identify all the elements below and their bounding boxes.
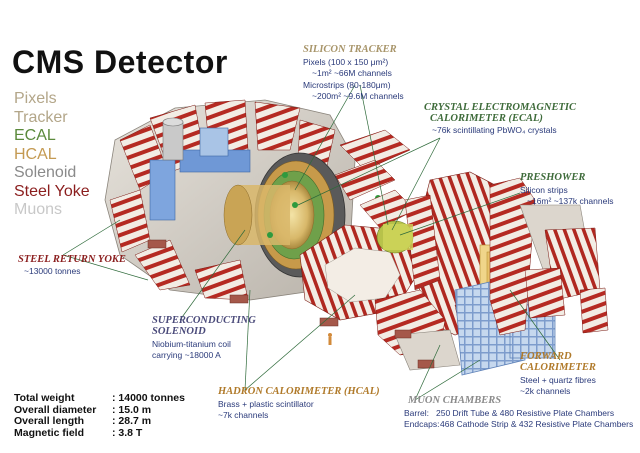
component-legend: Pixels Tracker ECAL HCAL Solenoid Steel … <box>14 90 90 220</box>
forward-calorimeter-channels: ~2k channels <box>520 386 571 396</box>
base-supports <box>147 239 435 369</box>
spec-value: : 15.0 m <box>112 403 152 416</box>
spec-key: Overall diameter <box>14 403 97 416</box>
silicon-tracker-microstrips-stats: ~200m² ~9.6M channels <box>312 91 404 101</box>
solenoid-title-line2: SOLENOID <box>152 326 206 337</box>
steel-yoke-weight: ~13000 tonnes <box>24 266 81 276</box>
spec-value: : 14000 tonnes <box>112 392 185 404</box>
hcal-material: Brass + plastic scintillator <box>218 399 314 409</box>
ecal-title-line1: CRYSTAL ELECTROMAGNETIC <box>424 102 576 113</box>
silicon-tracker-pixels-stats: ~1m² ~66M channels <box>312 68 392 78</box>
forward-calorimeter-material: Steel + quartz fibres <box>520 375 596 385</box>
spec-value: : 28.7 m <box>112 415 152 427</box>
solenoid-coil: Niobium-titanium coil <box>152 339 231 349</box>
legend-item-muons: Muons <box>14 201 63 218</box>
legend-item-ecal: ECAL <box>14 127 56 144</box>
legend-item-pixels: Pixels <box>14 90 57 107</box>
detector-specs: Total weight : 14000 tonnes Overall diame… <box>14 392 185 440</box>
ecal-description: ~76k scintillating PbWO₄ crystals <box>432 125 557 135</box>
spec-key: Magnetic field <box>14 426 85 439</box>
preshower-description: Silicon strips <box>520 185 568 195</box>
muon-barrel-value: 250 Drift Tube & 480 Resistive Plate Cha… <box>436 408 615 418</box>
ecal-title-line2: CALORIMETER (ECAL) <box>430 113 543 124</box>
spec-row-overall-length: Overall length : 28.7 m <box>14 415 185 428</box>
spec-row-magnetic-field: Magnetic field : 3.8 T <box>14 426 185 440</box>
solenoid-title-line1: SUPERCONDUCTING <box>152 315 256 326</box>
hcal-channels: ~7k channels <box>218 410 269 420</box>
person-scale-figure <box>328 333 332 345</box>
page-title: CMS Detector <box>12 44 228 80</box>
spec-row-overall-diameter: Overall diameter : 15.0 m <box>14 403 185 417</box>
solenoid-current: carrying ~18000 A <box>152 350 221 360</box>
legend-item-hcal: HCAL <box>14 145 57 163</box>
muon-barrel-key: Barrel: <box>404 408 430 418</box>
preshower-stats: ~16m² ~137k channels <box>527 196 614 206</box>
muon-endcaps-key: Endcaps: <box>404 419 440 429</box>
silicon-tracker-microstrips: Microstrips (80-180μm) <box>303 80 391 90</box>
forward-calorimeter-title-line2: CALORIMETER <box>520 362 596 373</box>
forward-calorimeter-title-line1: FORWARD <box>520 351 572 362</box>
callout-lines <box>62 84 561 401</box>
endcap-lower-center <box>374 289 461 371</box>
legend-item-solenoid: Solenoid <box>14 164 77 181</box>
spec-key: Total weight <box>14 392 75 404</box>
muon-chambers-title: MUON CHAMBERS <box>408 395 502 406</box>
legend-item-steel-yoke: Steel Yoke <box>14 182 90 200</box>
muon-endcaps-value: 468 Cathode Strip & 432 Resistive Plate … <box>440 419 634 429</box>
inner-barrel <box>223 152 346 278</box>
silicon-tracker-title: SILICON TRACKER <box>303 44 397 55</box>
spec-value: : 3.8 T <box>112 426 143 439</box>
endcap-far-right <box>489 177 609 336</box>
spec-key: Overall length <box>14 415 85 427</box>
preshower-title: PRESHOWER <box>520 172 586 183</box>
spec-row-total-weight: Total weight : 14000 tonnes <box>14 392 185 405</box>
steel-yoke-title: STEEL RETURN YOKE <box>18 254 126 265</box>
legend-item-tracker: Tracker <box>14 108 68 126</box>
hcal-title: HADRON CALORIMETER (HCAL) <box>218 386 380 397</box>
support-frame-left <box>149 117 251 221</box>
silicon-tracker-pixels: Pixels (100 x 150 μm²) <box>303 57 389 67</box>
barrel-top-slabs <box>334 129 416 229</box>
